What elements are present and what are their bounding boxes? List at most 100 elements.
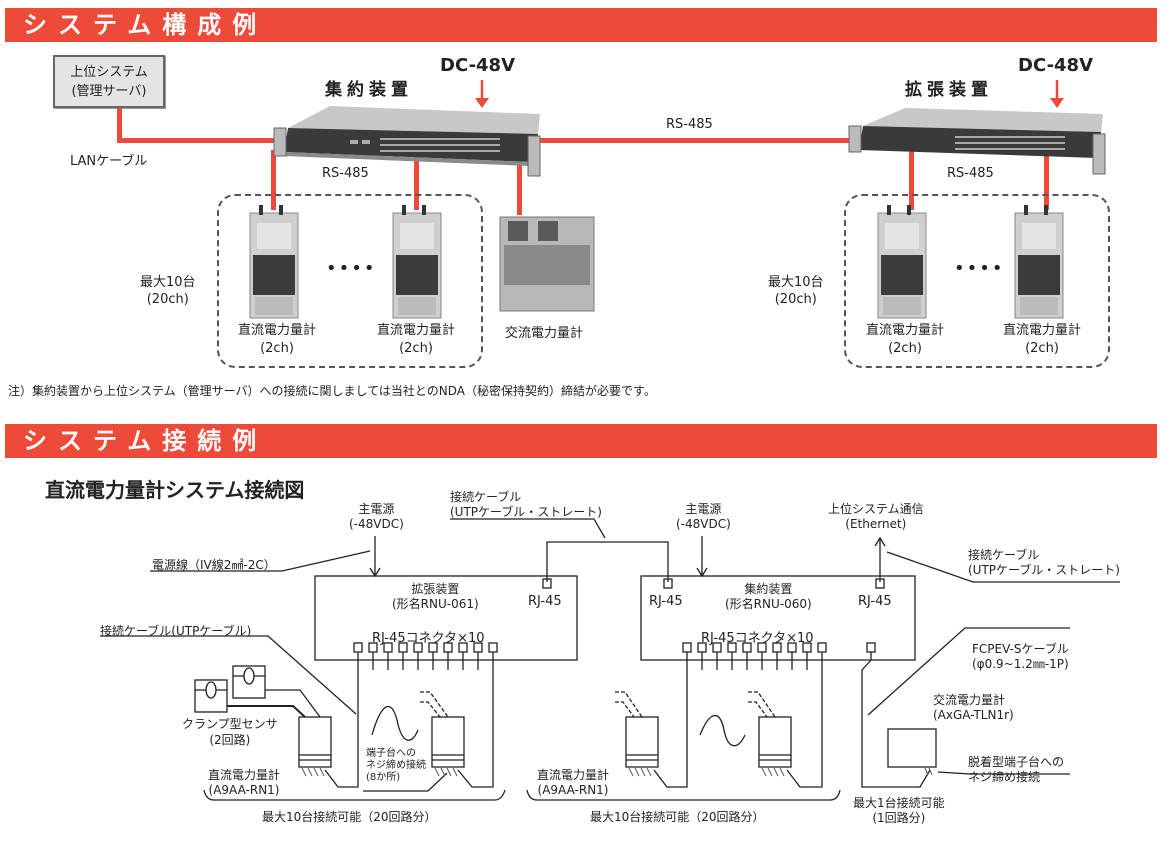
dc-meter-group-left <box>217 194 483 368</box>
clamp-sensor-circuits: (2回路) <box>209 733 251 747</box>
ac-meter-image <box>499 216 595 312</box>
dc-meter-image <box>392 205 442 319</box>
rs485-right-label: RS-485 <box>947 166 994 181</box>
rs485-link-line <box>530 138 860 143</box>
clamp-sensor-label: クランプ型センサ (2回路) <box>182 716 278 748</box>
dc-meter-ch: (2ch) <box>399 341 433 356</box>
main-power-voltage: (-48VDC) <box>349 517 404 531</box>
main-power-name: 主電源 <box>358 502 395 516</box>
max-units-line1: 最大10台 <box>140 275 196 290</box>
link-cable-label: 接続ケーブル(UTPケーブル・ストレート) <box>450 490 602 520</box>
expander-power-label: DC-48V <box>1018 55 1094 76</box>
detachable-line2: ネジ締め接続 <box>968 770 1041 784</box>
ac-meter-label: 交流電力量計(AxGA-TLN1r) <box>933 693 1014 723</box>
dc-meter-right-label: 直流電力量計(A9AA-RN1) <box>537 768 609 798</box>
rs485-line-c <box>909 150 914 210</box>
max-ac-line2: (1回路分) <box>872 811 926 825</box>
fcpev-cable-label: FCPEV-Sケーブル(φ0.9~1.2㎜-1P) <box>972 642 1069 672</box>
expander-model: (形名RNU-061) <box>392 597 479 611</box>
dc-meter-name: 直流電力量計 <box>208 768 281 782</box>
expander-box-label: 拡張装置(形名RNU-061) <box>392 582 479 612</box>
dc-meter-name: 直流電力量計 <box>377 323 456 338</box>
upstream-name: 上位システム通信 <box>828 502 924 516</box>
main-power-name: 主電源 <box>685 502 722 516</box>
upstream-cable-type: (UTPケーブル・ストレート) <box>968 563 1120 577</box>
fcpev-spec: (φ0.9~1.2㎜-1P) <box>972 657 1069 671</box>
section-banner-connection: システム接続例 <box>5 424 1157 458</box>
detachable-terminal-label: 脱着型端子台へのネジ締め接続 <box>968 755 1064 785</box>
rs485-line-a <box>271 150 276 210</box>
aggregator-label: 集約装置 <box>325 80 413 100</box>
upstream-protocol: (Ethernet) <box>845 517 907 531</box>
expander-box <box>314 575 578 661</box>
fcpev-name: FCPEV-Sケーブル <box>972 642 1069 656</box>
ellipsis-left: •••• <box>326 258 377 279</box>
aggregator-device-image <box>273 106 541 177</box>
dc-meter-label: 直流電力量計 (2ch) <box>377 322 455 358</box>
wiring-diagram-title: 直流電力量計システム接続図 <box>45 478 305 502</box>
expander-connectors-label: RJ-45コネクタ×10 <box>372 631 485 646</box>
rs485-left-label: RS-485 <box>322 166 369 181</box>
detachable-line1: 脱着型端子台への <box>968 755 1065 769</box>
host-label-line2: (管理サーバ) <box>71 84 147 99</box>
max-ac-line1: 最大1台接続可能 <box>853 796 945 810</box>
power-wire-label: 電源線（IV線2㎟-2C） <box>152 558 276 572</box>
dc-meter-model: (A9AA-RN1) <box>537 783 609 797</box>
rs485-line-d <box>1044 150 1049 210</box>
terminal-screw-label: 端子台へのネジ締め接続(8か所) <box>366 748 426 784</box>
aggregator-box <box>640 575 916 661</box>
upstream-label: 上位システム通信(Ethernet) <box>828 502 924 532</box>
expander-name: 拡張装置 <box>411 582 460 596</box>
main-power-left-label: 主電源(-48VDC) <box>349 502 404 532</box>
max-units-line1: 最大10台 <box>768 275 824 290</box>
clamp-sensor-name: クランプ型センサ <box>182 717 278 731</box>
dc-meter-name: 直流電力量計 <box>537 768 610 782</box>
lan-line-horizontal <box>117 138 282 143</box>
section-banner-config: システム構成例 <box>5 8 1157 42</box>
dc-meter-model: (A9AA-RN1) <box>208 783 280 797</box>
host-system-box: 上位システム (管理サーバ) <box>53 55 165 108</box>
dc-meter-group-right <box>844 194 1110 368</box>
dc-meter-left-label: 直流電力量計(A9AA-RN1) <box>208 768 280 798</box>
ac-meter-label: 交流電力量計 <box>505 326 584 341</box>
aggregator-connectors-label: RJ-45コネクタ×10 <box>701 631 814 646</box>
dc-meter-name: 直流電力量計 <box>238 323 317 338</box>
aggregator-rj45-left-label: RJ-45 <box>649 594 683 609</box>
host-label-line1: 上位システム <box>70 65 148 80</box>
max-units-right: 最大10台 (20ch) <box>768 274 824 308</box>
main-power-right-label: 主電源(-48VDC) <box>676 502 731 532</box>
lan-cable-label: LANケーブル <box>70 154 148 169</box>
rs485-line-b <box>414 150 419 210</box>
dc-meter-name: 直流電力量計 <box>1003 323 1082 338</box>
max-units-left-label: 最大10台接続可能（20回路分） <box>262 810 437 824</box>
expander-label: 拡張装置 <box>905 80 993 100</box>
aggregator-model: (形名RNU-060) <box>725 597 812 611</box>
aggregator-power-label: DC-48V <box>440 55 516 76</box>
dc-meter-image <box>1014 205 1064 319</box>
expander-device-image <box>848 108 1106 175</box>
power-arrow-icon <box>1050 80 1064 108</box>
power-arrow-icon <box>475 80 489 108</box>
max-units-line2: (20ch) <box>774 292 817 307</box>
link-cable-type: (UTPケーブル・ストレート) <box>450 505 602 519</box>
utp-cable-label: 接続ケーブル(UTPケーブル) <box>100 624 252 638</box>
ellipsis-right: •••• <box>954 258 1005 279</box>
dc-meter-name: 直流電力量計 <box>866 323 945 338</box>
lan-line-vertical <box>117 108 122 143</box>
expander-rj45-label: RJ-45 <box>528 594 562 609</box>
terminal-screw-line1: 端子台への <box>366 748 416 759</box>
max-units-right-label: 最大10台接続可能（20回路分） <box>590 810 765 824</box>
terminal-screw-line3: (8か所) <box>366 772 401 783</box>
section-title: システム構成例 <box>23 11 268 39</box>
dc-meter-label: 直流電力量計(2ch) <box>1003 322 1081 358</box>
dc-meter-ch: (2ch) <box>888 341 922 356</box>
upstream-cable-label: 接続ケーブル(UTPケーブル・ストレート) <box>968 548 1120 578</box>
dc-meter-ch: (2ch) <box>260 341 294 356</box>
dc-meter-label: 直流電力量計 (2ch) <box>238 322 316 358</box>
upstream-cable-name: 接続ケーブル <box>968 548 1040 562</box>
dc-meter-label: 直流電力量計 (2ch) <box>866 322 944 358</box>
dc-meter-image <box>249 205 299 319</box>
nda-note: 注）集約装置から上位システム（管理サーバ）への接続に関しましては当社とのNDA（… <box>8 384 656 398</box>
max-units-line2: (20ch) <box>146 292 189 307</box>
